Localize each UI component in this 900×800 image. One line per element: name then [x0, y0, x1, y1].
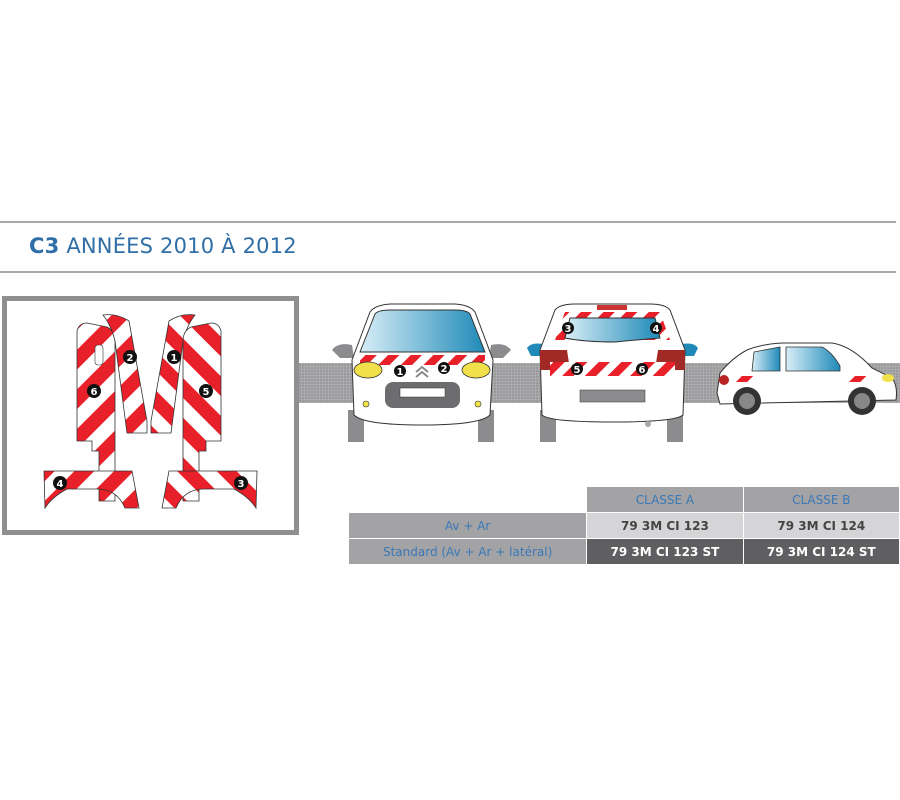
- table-corner-cell: [349, 487, 587, 513]
- piece-label-5: 5: [203, 387, 210, 398]
- reference-cell: 79 3M CI 124: [742, 512, 900, 539]
- row-label: Standard (Av + Ar + latéral): [347, 538, 588, 565]
- piece-2: [102, 314, 148, 434]
- page-title: C3 ANNÉES 2010 À 2012: [29, 234, 297, 258]
- car-rear-view: 3 4 5 6: [527, 303, 698, 442]
- rear-label-4: 4: [653, 324, 660, 335]
- piece-label-4: 4: [57, 479, 64, 490]
- model-name: C3: [29, 234, 60, 258]
- reflective-pieces-diagram: 2 1 6 5 4 3: [43, 314, 258, 510]
- piece-label-6: 6: [91, 387, 98, 398]
- car-side-view: [716, 342, 897, 415]
- column-header-classe-b: CLASSE B: [742, 486, 900, 513]
- rear-label-5: 5: [574, 365, 581, 376]
- piece-3: [161, 470, 258, 510]
- piece-6: [76, 322, 116, 502]
- reference-cell: 79 3M CI 124 ST: [742, 538, 900, 565]
- rear-label-6: 6: [639, 365, 646, 376]
- car-front-view: 1 2: [332, 303, 511, 442]
- table-row: Av + Ar 79 3M CI 123 79 3M CI 124: [347, 512, 900, 539]
- rear-label-3: 3: [565, 324, 572, 335]
- table-row: Standard (Av + Ar + latéral) 79 3M CI 12…: [347, 538, 900, 565]
- reference-cell: 79 3M CI 123: [586, 512, 744, 539]
- model-years: ANNÉES 2010 À 2012: [66, 234, 297, 258]
- table-header-row: CLASSE A CLASSE B: [349, 486, 900, 513]
- row-label: Av + Ar: [347, 512, 588, 539]
- reference-cell: 79 3M CI 123 ST: [586, 538, 744, 565]
- pieces-panel: 2 1 6 5 4 3: [2, 296, 299, 535]
- piece-4: [43, 470, 140, 510]
- piece-label-2: 2: [127, 353, 134, 364]
- front-label-1: 1: [397, 367, 404, 378]
- piece-label-1: 1: [171, 353, 178, 364]
- reference-table: CLASSE A CLASSE B Av + Ar 79 3M CI 123 7…: [347, 486, 900, 565]
- front-label-2: 2: [441, 364, 448, 375]
- column-header-classe-a: CLASSE A: [586, 486, 744, 513]
- piece-label-3: 3: [238, 479, 245, 490]
- bottom-divider: [0, 271, 896, 273]
- piece-1: [150, 314, 196, 434]
- top-divider: [0, 221, 896, 223]
